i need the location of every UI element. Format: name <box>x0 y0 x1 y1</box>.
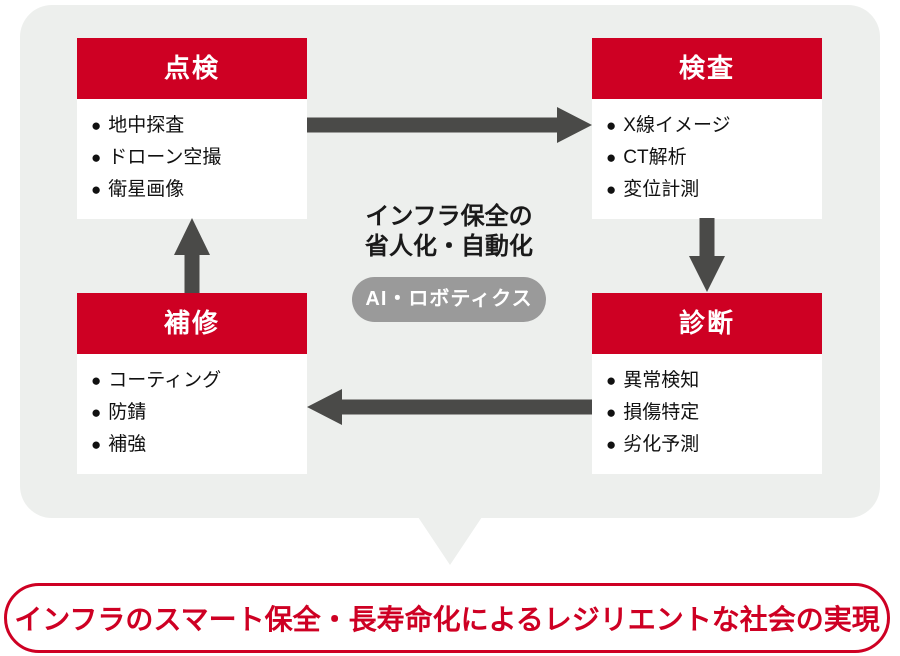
process-box-examination: 検査 ● X線イメージ ● CT解析 ● 変位計測 <box>592 38 822 219</box>
bullet-icon: ● <box>91 116 102 135</box>
process-box-diagnosis: 診断 ● 異常検知 ● 損傷特定 ● 劣化予測 <box>592 293 822 474</box>
arrow-left-icon <box>307 389 592 425</box>
list-item: ● 衛星画像 <box>91 174 301 206</box>
list-item-label: 補強 <box>108 434 147 455</box>
list-item-label: 衛星画像 <box>108 179 185 200</box>
bullet-icon: ● <box>606 403 617 422</box>
list-item-label: 損傷特定 <box>623 402 700 423</box>
ai-robotics-badge: AI・ロボティクス <box>352 277 546 322</box>
process-box-body: ● コーティング ● 防錆 ● 補強 <box>77 354 307 461</box>
list-item: ● 劣化予測 <box>606 429 816 461</box>
list-item: ● 防錆 <box>91 397 301 429</box>
bullet-icon: ● <box>606 116 617 135</box>
list-item-label: CT解析 <box>623 147 687 168</box>
list-item-label: 異常検知 <box>623 370 700 391</box>
process-box-inspection: 点検 ● 地中探査 ● ドローン空撮 ● 衛星画像 <box>77 38 307 219</box>
outcome-banner-text: インフラのスマート保全・長寿命化によるレジリエントな社会の実現 <box>14 604 880 635</box>
bullet-icon: ● <box>606 371 617 390</box>
arrow-right-icon <box>307 107 592 143</box>
list-item-label: 防錆 <box>108 402 147 423</box>
list-item: ● ドローン空撮 <box>91 142 301 174</box>
bullet-icon: ● <box>91 371 102 390</box>
list-item-label: コーティング <box>108 370 222 391</box>
outcome-banner: インフラのスマート保全・長寿命化によるレジリエントな社会の実現 <box>4 583 890 653</box>
center-title: インフラ保全の 省人化・自動化 <box>309 202 589 262</box>
bullet-icon: ● <box>606 435 617 454</box>
list-item-label: 地中探査 <box>108 115 185 136</box>
bullet-icon: ● <box>91 180 102 199</box>
bullet-icon: ● <box>606 148 617 167</box>
list-item: ● X線イメージ <box>606 110 816 142</box>
panel-tail-pointer <box>418 517 482 565</box>
arrow-down-icon <box>689 218 725 292</box>
list-item: ● コーティング <box>91 365 301 397</box>
list-item: ● 補強 <box>91 429 301 461</box>
list-item: ● 異常検知 <box>606 365 816 397</box>
list-item: ● 変位計測 <box>606 174 816 206</box>
process-box-body: ● 地中探査 ● ドローン空撮 ● 衛星画像 <box>77 99 307 206</box>
list-item-label: ドローン空撮 <box>108 147 222 168</box>
bullet-icon: ● <box>91 148 102 167</box>
process-box-title: 点検 <box>77 38 307 99</box>
list-item-label: 変位計測 <box>623 179 700 200</box>
center-title-line1: インフラ保全の <box>365 203 533 230</box>
process-box-body: ● X線イメージ ● CT解析 ● 変位計測 <box>592 99 822 206</box>
process-box-body: ● 異常検知 ● 損傷特定 ● 劣化予測 <box>592 354 822 461</box>
center-title-line2: 省人化・自動化 <box>365 233 533 260</box>
process-box-title: 補修 <box>77 293 307 354</box>
process-box-title: 診断 <box>592 293 822 354</box>
list-item-label: X線イメージ <box>623 115 731 136</box>
process-box-repair: 補修 ● コーティング ● 防錆 ● 補強 <box>77 293 307 474</box>
bullet-icon: ● <box>91 403 102 422</box>
list-item-label: 劣化予測 <box>623 434 700 455</box>
list-item: ● 損傷特定 <box>606 397 816 429</box>
list-item: ● CT解析 <box>606 142 816 174</box>
arrow-up-icon <box>174 218 210 293</box>
bullet-icon: ● <box>606 180 617 199</box>
list-item: ● 地中探査 <box>91 110 301 142</box>
bullet-icon: ● <box>91 435 102 454</box>
process-box-title: 検査 <box>592 38 822 99</box>
